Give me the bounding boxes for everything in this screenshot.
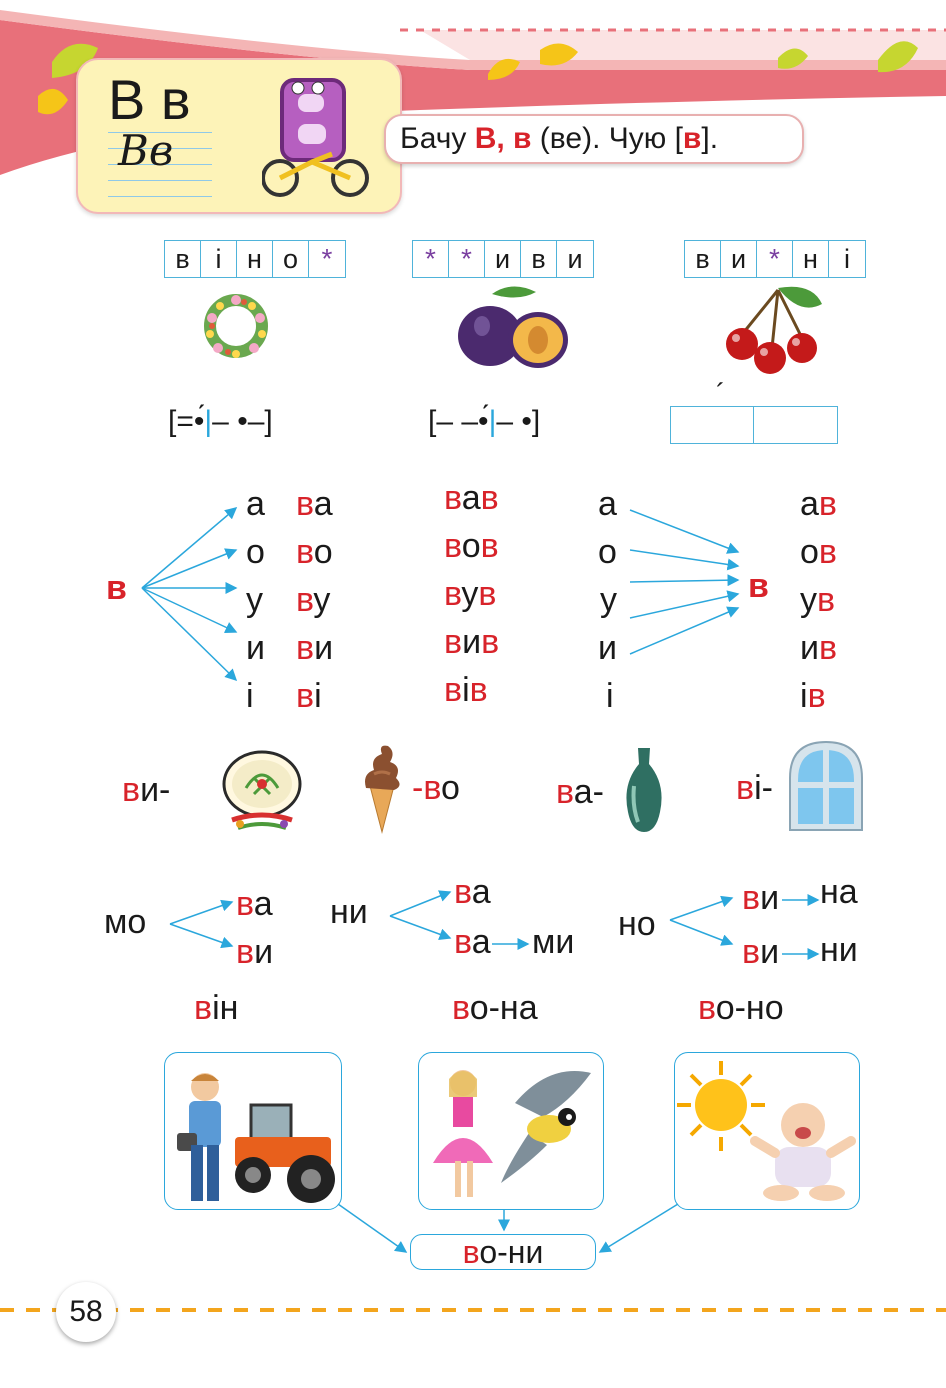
- letter-cell: *: [413, 241, 449, 277]
- photo-boy-tractor: [164, 1052, 342, 1210]
- consonant-left: в: [106, 569, 127, 607]
- photo-girl-bird: [418, 1052, 604, 1210]
- ice-cream-icon: [365, 745, 400, 834]
- vowel-left: и: [246, 629, 265, 667]
- word-boxes-vyshni: в и * н і: [684, 240, 866, 278]
- vowel-left: у: [246, 581, 263, 619]
- syllable-cvc: вив: [444, 623, 500, 661]
- vowel-right: о: [598, 533, 617, 571]
- letter-lower: в: [160, 68, 191, 131]
- letter-cell: в: [521, 241, 557, 277]
- syllable-cv: ву: [296, 581, 331, 619]
- vowel-left: і: [246, 677, 254, 715]
- puzzle-morozyvo: -во: [412, 769, 460, 807]
- sun-baby-icon: [677, 1061, 856, 1201]
- letter-cell: в: [165, 241, 201, 277]
- chain-item: ви: [742, 933, 780, 971]
- empty-syllable-scheme: [670, 406, 838, 444]
- letter-cell: і: [844, 244, 850, 274]
- letter-cell: *: [757, 241, 793, 277]
- puzzle-vikno: ві-: [736, 769, 773, 807]
- pronoun-vony: во-ни: [410, 1234, 596, 1270]
- vowel-left: о: [246, 533, 265, 571]
- chain-base-no: но: [618, 905, 656, 943]
- vase-icon: [626, 748, 662, 832]
- boy-tractor-icon: [177, 1073, 335, 1203]
- word-boxes-vinok: в і н о *: [164, 240, 346, 278]
- chain-suffix: на: [820, 873, 858, 911]
- syllable-vc: ов: [800, 533, 837, 571]
- page-number: 58: [56, 1282, 116, 1342]
- letter-cell: и: [567, 244, 583, 274]
- chain-item: ва: [236, 885, 273, 923]
- chain-item: ва: [454, 873, 491, 911]
- letter-cell: и: [485, 241, 521, 277]
- printed-letter: В в: [108, 70, 191, 130]
- photo-sun-baby: [674, 1052, 860, 1210]
- chain-item: ва: [454, 923, 491, 961]
- chain-item: ви: [236, 933, 274, 971]
- syllable-vc: ув: [800, 581, 836, 619]
- letter-cell: *: [449, 241, 485, 277]
- letter-on-bicycle-icon: [262, 78, 369, 197]
- chain-base-ny: ни: [330, 893, 368, 931]
- speech-bubble: Бачу В, в (ве). Чую [в].: [384, 114, 804, 164]
- syllable-cvc: вів: [444, 671, 488, 709]
- puzzle-vyshyvanka: ви-: [122, 771, 171, 809]
- consonant-right: в: [748, 567, 769, 605]
- letter-cell: о: [273, 241, 309, 277]
- letter-cell: в: [685, 241, 721, 277]
- syllable-vc: ів: [800, 677, 826, 715]
- embroidered-towel-icon: [222, 750, 302, 830]
- pronoun-vin: він: [194, 989, 239, 1027]
- vowel-right: у: [600, 581, 617, 619]
- window-icon: [789, 740, 863, 831]
- syllable-cv: во: [296, 533, 333, 571]
- stress-mark: ´: [716, 378, 726, 409]
- puzzle-vaza: ва-: [556, 773, 604, 811]
- syllable-cvc: вув: [444, 575, 497, 613]
- vowel-right: и: [598, 629, 617, 667]
- pronoun-vono: во-но: [698, 989, 784, 1027]
- script-letter: Вв: [118, 126, 174, 175]
- footer-dashed-line: [0, 1308, 946, 1312]
- plum-icon: [458, 286, 568, 368]
- syllable-cv: ва: [296, 485, 333, 523]
- syllable-arrows: [141, 507, 740, 682]
- chain-item: ви: [742, 879, 780, 917]
- chain-base-mo: мо: [104, 903, 147, 941]
- sound-scheme-2: [– –•́|– •]: [428, 405, 541, 438]
- syllable-cvc: вав: [444, 479, 499, 517]
- chain-arrows: [169, 890, 820, 960]
- letter-cell: н: [237, 241, 273, 277]
- flower-wreath-icon: [204, 294, 268, 358]
- leaf-icon: [38, 41, 918, 115]
- letter-cell: и: [721, 241, 757, 277]
- letter-upper: В: [108, 68, 146, 131]
- chain-suffix: ми: [532, 923, 575, 961]
- word-boxes-slyvy: * * и в и: [412, 240, 594, 278]
- syllable-vc: ав: [800, 485, 837, 523]
- vowel-left: а: [246, 485, 265, 523]
- syllable-vc: ив: [800, 629, 838, 667]
- syllable-cv: ві: [296, 677, 322, 715]
- letter-cell: *: [321, 243, 333, 274]
- vowel-right: а: [598, 485, 617, 523]
- collect-arrows: [337, 1203, 679, 1253]
- letter-cell: і: [201, 241, 237, 277]
- cherry-icon: [726, 286, 822, 374]
- letter-cell: н: [793, 241, 829, 277]
- chain-suffix: ни: [820, 931, 858, 969]
- sound-scheme-1: [=•́|– •–]: [168, 405, 273, 438]
- syllable-cv: ви: [296, 629, 334, 667]
- letter-card: [76, 58, 402, 214]
- girl-bird-icon: [433, 1070, 591, 1197]
- vowel-right: і: [606, 677, 614, 715]
- pronoun-vona: во-на: [452, 989, 538, 1027]
- syllable-cvc: вов: [444, 527, 499, 565]
